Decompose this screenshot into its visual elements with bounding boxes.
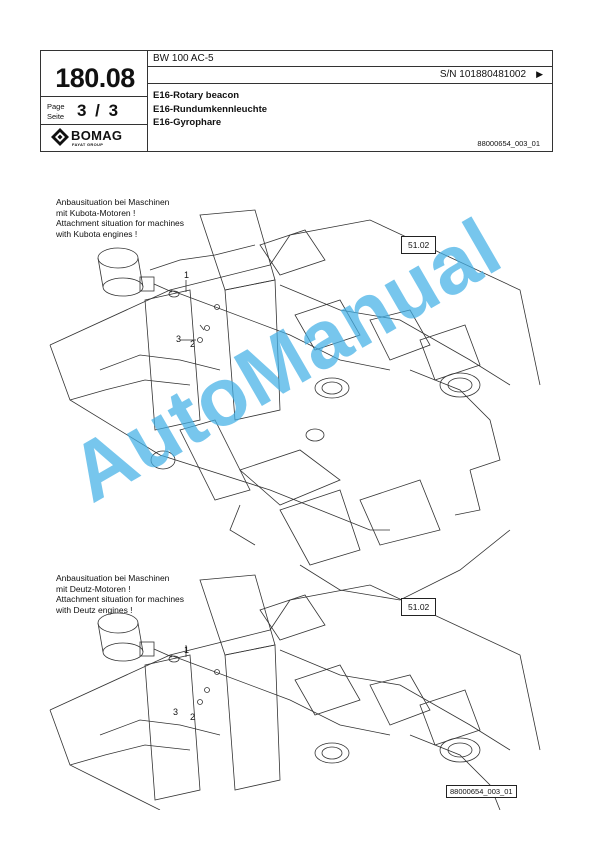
- note-line: Attachment situation for machines: [56, 218, 185, 228]
- part-number-3[interactable]: 3: [176, 334, 182, 344]
- callout-51-02[interactable]: 51.02: [401, 236, 437, 254]
- frame-top: [49, 209, 541, 601]
- brand-name: BOMAG: [71, 128, 123, 143]
- page-label-de: Page: [47, 102, 65, 111]
- drawing-ref-box: 88000654_003_01: [446, 785, 517, 798]
- page-label: Page Seite: [47, 102, 65, 122]
- divider: [147, 51, 148, 151]
- title-de: E16-Rundumkennleuchte: [153, 103, 268, 115]
- frame-bottom: [49, 574, 541, 810]
- bomag-logo-icon: [51, 128, 69, 146]
- serial-arrow-icon: ▶: [536, 69, 543, 79]
- page-label-en: Seite: [47, 112, 65, 121]
- exploded-view: Anbausituation bei Maschinen mit Kubota-…: [40, 170, 560, 810]
- brand-logo: BOMAG FAYAT GROUP: [51, 128, 141, 148]
- part-number-2[interactable]: 2: [190, 339, 196, 349]
- part-number-1[interactable]: 1: [184, 270, 190, 280]
- title-en: E16-Rotary beacon: [153, 90, 240, 101]
- note-kubota: Anbausituation bei Maschinen mit Kubota-…: [56, 197, 184, 239]
- model-name: BW 100 AC-5: [153, 53, 214, 64]
- page-value: 3 / 3: [77, 101, 121, 120]
- note-line: with Deutz engines !: [56, 604, 133, 615]
- beacon-top: [97, 247, 180, 298]
- note-line: mit Kubota-Motoren !: [56, 207, 136, 218]
- note-line: with Kubota engines !: [56, 228, 138, 239]
- note-deutz: Anbausituation bei Maschinen mit Deutz-M…: [56, 573, 184, 615]
- callout-51-02[interactable]: 51.02: [401, 598, 437, 616]
- divider: [147, 83, 552, 84]
- drawing-number: 88000654_003_01: [477, 139, 540, 148]
- title-list: E16-Rotary beacon E16-Rundumkennleuchte …: [153, 89, 267, 130]
- note-line: Anbausituation bei Maschinen: [56, 197, 170, 207]
- title-fr: E16-Gyrophare: [153, 117, 222, 128]
- beacon-bottom: [97, 612, 180, 663]
- frame-illustration-icon: [49, 209, 541, 810]
- note-line: Attachment situation for machines: [56, 594, 185, 604]
- divider: [41, 124, 147, 125]
- part-number-2[interactable]: 2: [190, 712, 196, 722]
- sheet-number: 180.08: [55, 63, 135, 93]
- note-line: mit Deutz-Motoren !: [56, 583, 131, 594]
- serial-number: S/N 101880481002: [439, 69, 526, 80]
- part-number-1[interactable]: 1: [184, 645, 190, 655]
- title-block: 180.08 Page Seite 3 / 3 BOMAG FAYAT GROU…: [40, 50, 553, 152]
- divider: [41, 96, 147, 97]
- note-line: Anbausituation bei Maschinen: [56, 573, 170, 583]
- brand-sub: FAYAT GROUP: [72, 142, 104, 147]
- part-number-3[interactable]: 3: [173, 707, 179, 717]
- divider: [147, 66, 552, 67]
